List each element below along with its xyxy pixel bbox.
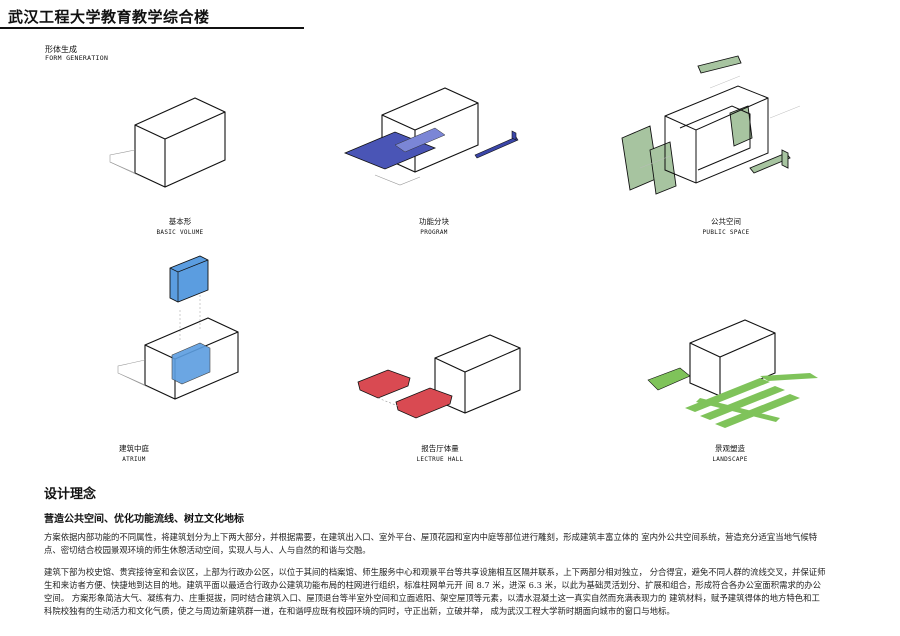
concept-heading: 设计理念 bbox=[44, 487, 97, 502]
caption-basic-volume: 基本形 BASIC VOLUME bbox=[110, 216, 250, 236]
diagram-landscape bbox=[647, 319, 818, 428]
caption-en: LECTRUE HALL bbox=[416, 456, 464, 463]
concept-subheading: 营造公共空间、优化功能流线、树立文化地标 bbox=[44, 514, 244, 525]
caption-landscape: 景观塑造 LANDSCAPE bbox=[660, 443, 800, 463]
caption-cn: 报告厅体量 bbox=[421, 444, 459, 453]
caption-cn: 景观塑造 bbox=[715, 444, 745, 453]
caption-en: PROGRAM bbox=[420, 229, 448, 236]
caption-en: PUBLIC SPACE bbox=[702, 229, 750, 236]
landscape-terrace bbox=[647, 367, 691, 391]
caption-en: ATRIUM bbox=[122, 456, 146, 463]
caption-lecture-hall: 报告厅体量 LECTRUE HALL bbox=[370, 443, 510, 463]
title-underline bbox=[0, 27, 304, 29]
diagram-lecture-hall bbox=[357, 334, 521, 419]
caption-cn: 建筑中庭 bbox=[119, 444, 149, 453]
caption-cn: 功能分块 bbox=[419, 217, 449, 226]
diagram-program bbox=[343, 87, 519, 186]
landscape-ground-grid bbox=[685, 373, 818, 428]
hall-volume-upper bbox=[357, 369, 411, 399]
hall-volume-lower bbox=[395, 387, 453, 419]
atrium-block-lifted bbox=[169, 255, 209, 303]
program-strip bbox=[474, 136, 519, 159]
diagram-basic-volume bbox=[109, 97, 226, 188]
section-title-cn: 形体生成 bbox=[45, 45, 77, 54]
atrium-block-core bbox=[171, 342, 211, 385]
diagram-public-space bbox=[621, 55, 801, 195]
program-slab-mid bbox=[394, 127, 446, 153]
page-title: 武汉工程大学教育教学综合楼 bbox=[8, 8, 210, 26]
caption-atrium: 建筑中庭 ATRIUM bbox=[64, 443, 204, 463]
caption-en: BASIC VOLUME bbox=[156, 229, 204, 236]
concept-paragraph-2: 建筑下部为校史馆、贵宾接待室和会议区，上部为行政办公区，以位于其间的档案馆、师生… bbox=[44, 567, 826, 616]
concept-paragraph-1: 方案依据内部功能的不同属性，将建筑划分为上下两大部分，并根据需要，在建筑出入口、… bbox=[44, 532, 818, 555]
diagram-atrium bbox=[117, 255, 239, 400]
caption-cn: 基本形 bbox=[168, 217, 192, 226]
caption-program: 功能分块 PROGRAM bbox=[364, 216, 504, 236]
caption-en: LANDSCAPE bbox=[712, 456, 748, 463]
caption-public-space: 公共空间 PUBLIC SPACE bbox=[656, 216, 796, 236]
section-title-en: FORM GENERATION bbox=[45, 54, 109, 62]
caption-cn: 公共空间 bbox=[711, 217, 741, 226]
